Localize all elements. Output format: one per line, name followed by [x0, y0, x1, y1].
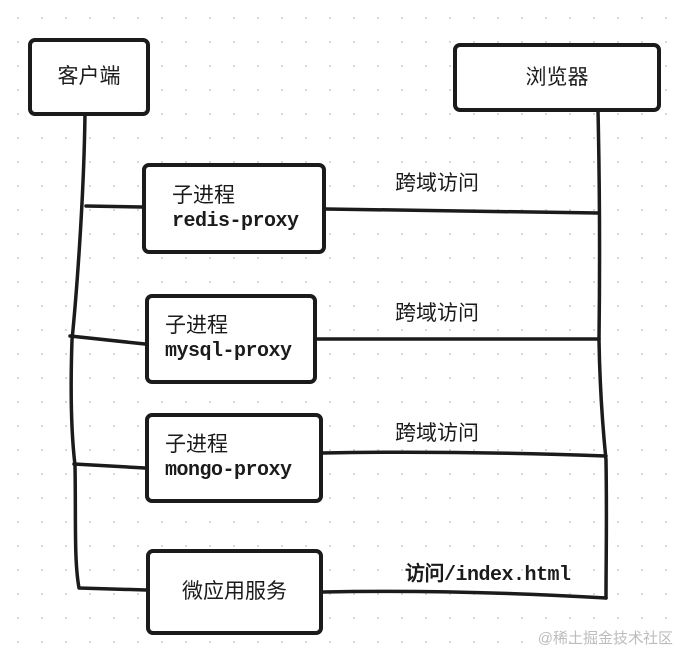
redis-edge-label: 跨域访问	[395, 172, 479, 195]
mysql-edge-label: 跨域访问	[395, 302, 479, 325]
client-node: 客户端	[28, 38, 150, 116]
mysql-proxy-title: 子进程	[165, 314, 228, 337]
client-to-mysql-line	[68, 334, 147, 346]
mongo-proxy-name: mongo-proxy	[165, 459, 292, 482]
client-lifeline	[69, 110, 148, 592]
browser-node-label: 浏览器	[525, 65, 589, 89]
client-to-redis-line	[84, 204, 144, 209]
redis-to-browser-line	[324, 207, 600, 215]
redis-proxy-title: 子进程	[172, 183, 235, 207]
micro-edge-label: 访问/index.html	[405, 564, 571, 587]
micro-app-node: 微应用服务	[146, 549, 323, 635]
mongo-edge-label: 跨域访问	[395, 422, 479, 445]
mongo-to-browser-line	[321, 450, 608, 458]
mysql-proxy-node: 子进程 mysql-proxy	[145, 294, 317, 384]
redis-proxy-node: 子进程 redis-proxy	[142, 163, 326, 254]
micro-to-browser-line	[321, 589, 608, 600]
mongo-proxy-title: 子进程	[165, 433, 228, 456]
redis-proxy-name: redis-proxy	[172, 209, 299, 233]
watermark: @稀土掘金技术社区	[537, 630, 673, 647]
browser-node: 浏览器	[453, 43, 661, 112]
browser-lifeline	[596, 108, 609, 600]
client-to-mongo-line	[72, 462, 147, 470]
micro-app-node-label: 微应用服务	[182, 580, 287, 603]
mysql-proxy-name: mysql-proxy	[165, 340, 292, 363]
client-node-label: 客户端	[57, 65, 121, 88]
mongo-proxy-node: 子进程 mongo-proxy	[145, 413, 323, 503]
